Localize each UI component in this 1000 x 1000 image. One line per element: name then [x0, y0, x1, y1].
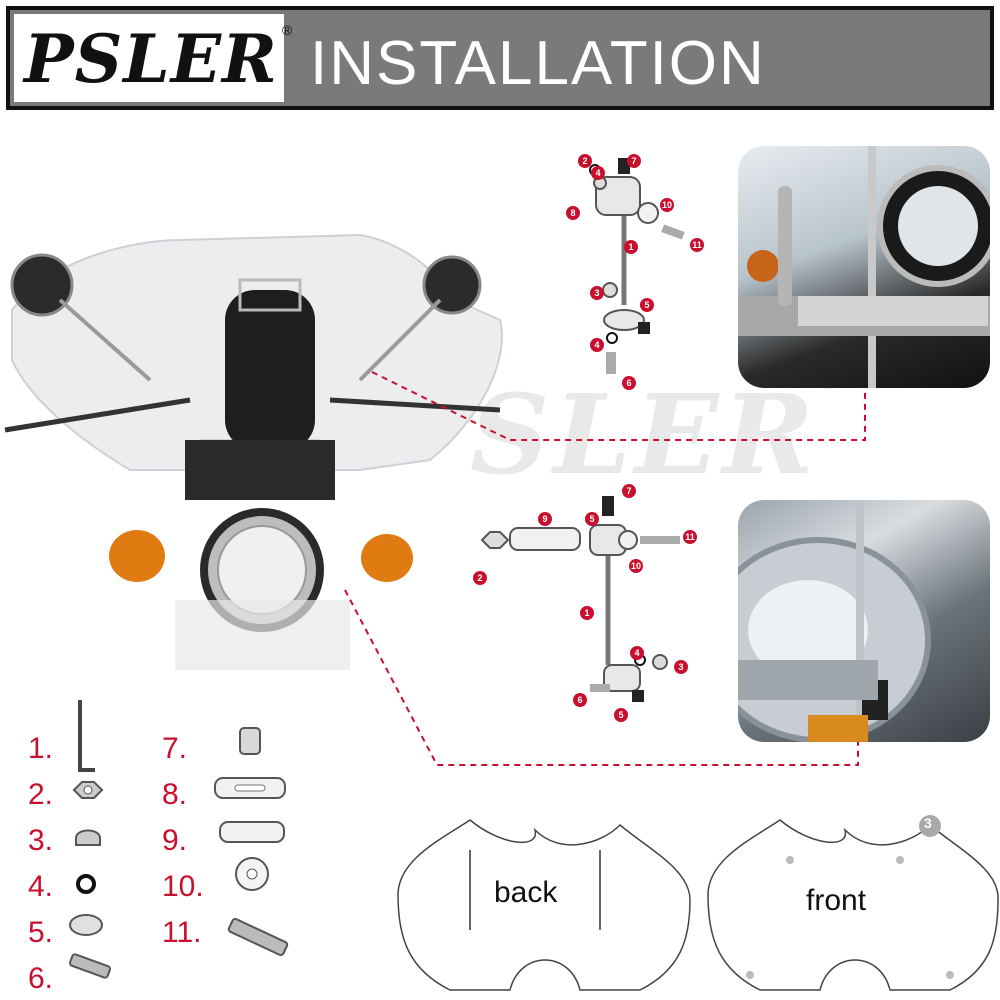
clamp-block-icon — [69, 914, 103, 936]
bottom-callout-9: 3 — [674, 660, 688, 674]
legend-number-4: 4. — [28, 870, 54, 903]
registered-mark: ® — [282, 22, 293, 38]
header-banner: PSLER ® INSTALLATION — [6, 6, 994, 110]
headlight-photo-art — [738, 500, 931, 742]
exploded-view-bottom — [480, 496, 680, 702]
bottom-callout-1: 7 — [622, 484, 636, 498]
windshield-badge: 3 — [924, 815, 932, 831]
top-callout-9: 5 — [640, 298, 654, 312]
legend-number-7: 7. — [162, 732, 188, 765]
brand-name: PSLER — [24, 20, 278, 98]
legend-number-2: 2. — [28, 778, 54, 811]
connector-line-top — [371, 371, 866, 441]
top-callout-1: 2 — [578, 154, 592, 168]
legend-number-11: 11. — [162, 916, 202, 949]
bottom-callout-3: 5 — [585, 512, 599, 526]
slotted-bracket-icon — [214, 777, 286, 799]
top-callout-2: 4 — [591, 166, 605, 180]
legend-number-1: 1. — [28, 732, 54, 765]
bottom-callout-11: 5 — [614, 708, 628, 722]
hex-nut-icon — [72, 781, 104, 799]
top-callout-11: 6 — [622, 376, 636, 390]
bottom-callout-4: 11 — [683, 530, 697, 544]
bottom-callout-10: 6 — [573, 693, 587, 707]
bottom-callout-6: 10 — [629, 559, 643, 573]
top-callout-5: 10 — [660, 198, 674, 212]
connector-line-bottom — [344, 589, 859, 766]
long-bolt-icon — [227, 917, 289, 957]
top-callout-3: 7 — [627, 154, 641, 168]
brand-logo: PSLER ® — [14, 14, 292, 102]
rubber-cap-icon — [239, 727, 261, 755]
bottom-callout-7: 1 — [580, 606, 594, 620]
handlebar-photo-art — [738, 146, 990, 388]
top-callout-7: 1 — [624, 240, 638, 254]
bottom-callout-2: 9 — [538, 512, 552, 526]
legend-number-3: 3. — [28, 824, 54, 857]
bottom-callout-8: 4 — [630, 646, 644, 660]
legend-number-6: 6. — [28, 962, 54, 995]
windshield-front-label: front — [806, 884, 867, 917]
top-callout-4: 8 — [566, 206, 580, 220]
legend-number-5: 5. — [28, 916, 54, 949]
watermark-text: SLER — [470, 370, 819, 499]
hex-key-icon — [78, 700, 95, 772]
bottom-callout-5: 2 — [473, 571, 487, 585]
top-callout-8: 3 — [590, 286, 604, 300]
o-ring-icon — [76, 874, 96, 894]
legend-number-10: 10. — [162, 870, 204, 903]
hex-bolt-icon — [68, 953, 112, 979]
exploded-view-top — [589, 158, 685, 374]
top-callout-6: 11 — [690, 238, 704, 252]
watermark: SLER® — [470, 370, 842, 499]
motorcycle-illustration — [4, 233, 503, 670]
acorn-nut-icon — [75, 829, 101, 846]
handlebar-mount-photo — [738, 146, 990, 388]
windshield-back-label: back — [494, 876, 558, 910]
windshield-front-diagram — [707, 815, 999, 991]
flat-washer-icon — [235, 857, 269, 891]
headlight-mount-photo — [738, 500, 990, 742]
top-callout-10: 4 — [590, 338, 604, 352]
bent-bracket-icon — [219, 821, 285, 843]
legend-number-8: 8. — [162, 778, 188, 811]
parts-legend-icons — [68, 700, 289, 979]
legend-number-9: 9. — [162, 824, 188, 857]
page-title: INSTALLATION — [310, 29, 766, 98]
